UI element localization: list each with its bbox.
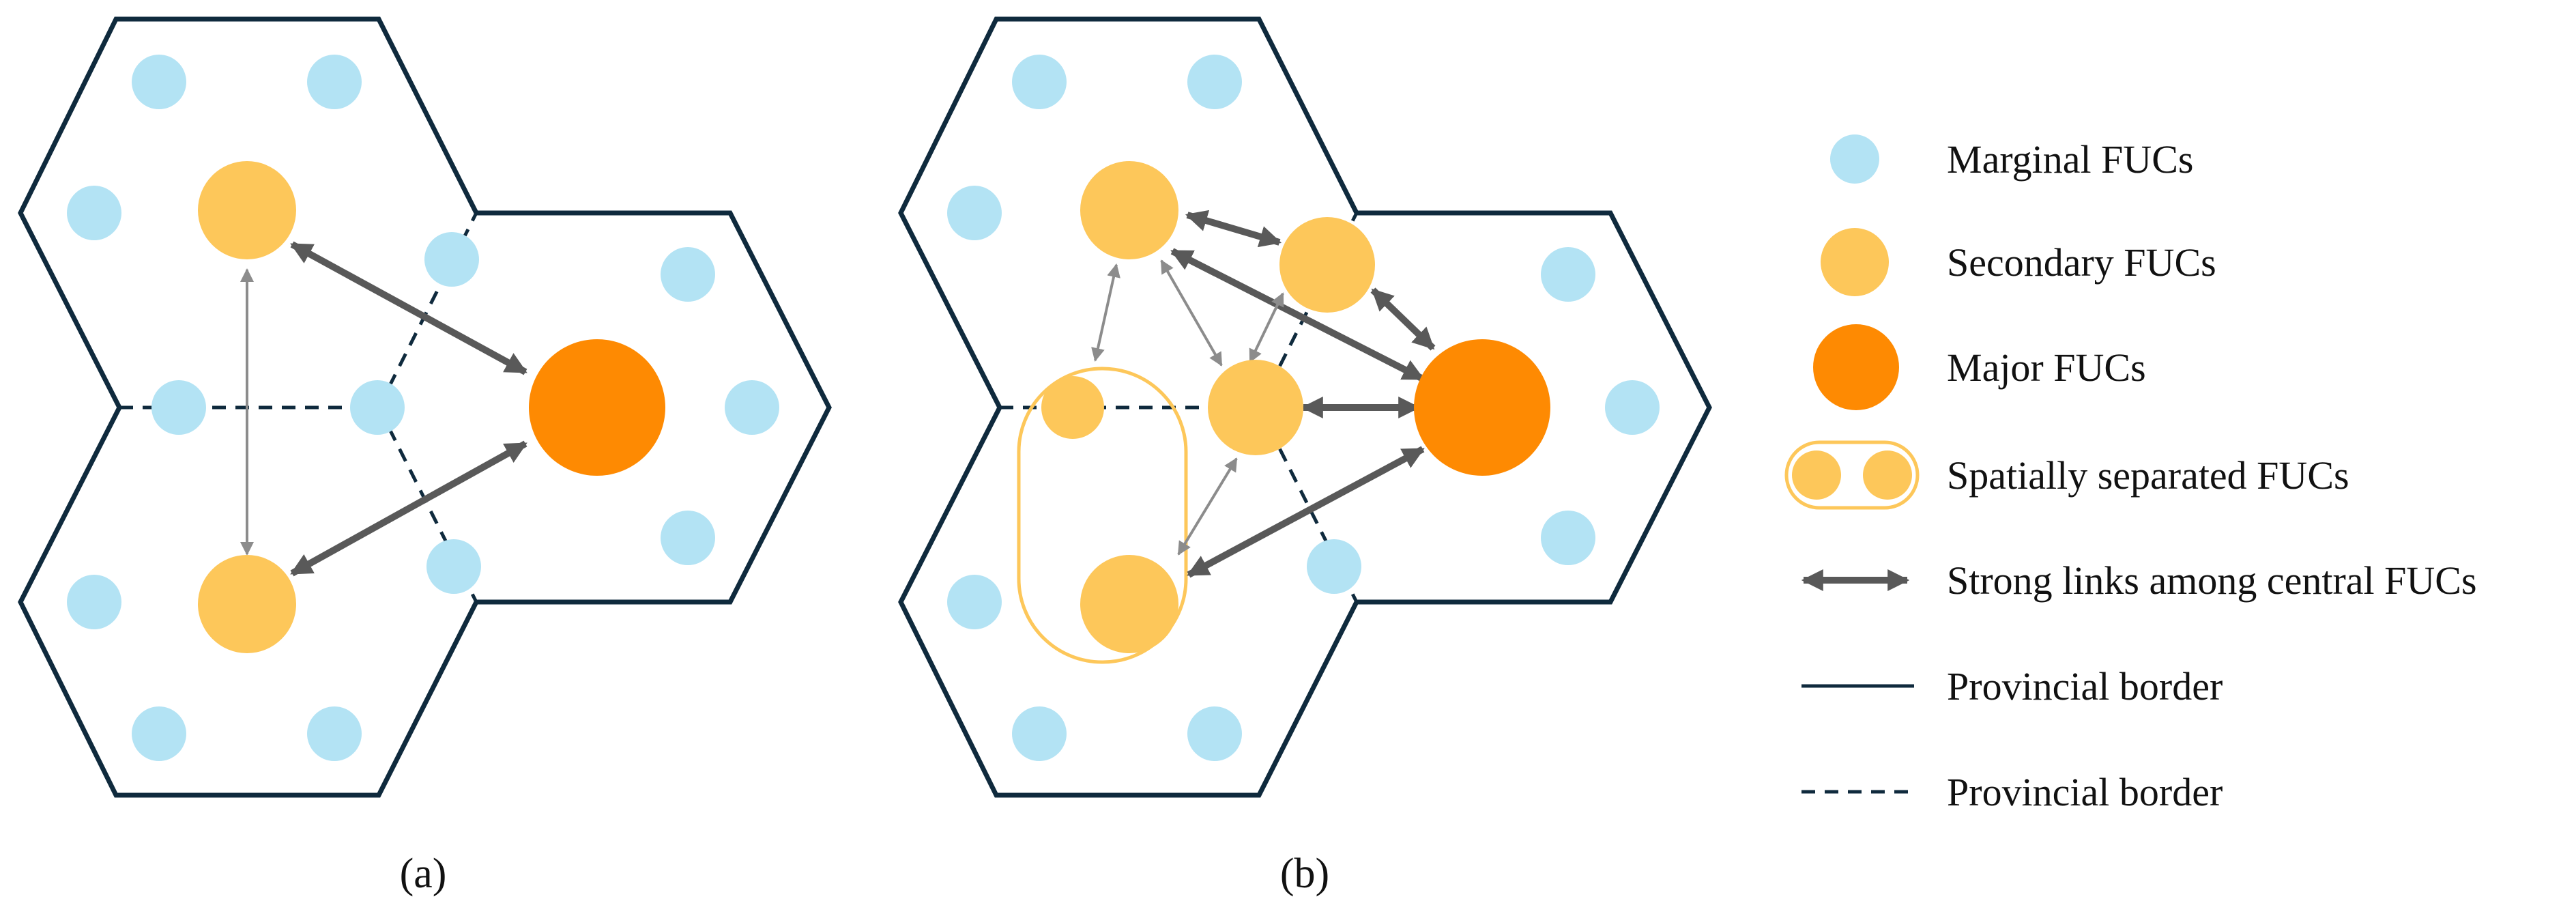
legend-separated-swatch	[1792, 450, 1841, 500]
secondary-fuc	[198, 555, 296, 653]
marginal-fuc	[1307, 539, 1361, 594]
marginal-fuc	[132, 706, 186, 761]
legend-border-dashed-label: Provincial border	[1947, 770, 2223, 814]
weak-link	[1177, 457, 1238, 556]
links-b	[1091, 210, 1436, 578]
marginal-fuc	[307, 55, 362, 109]
marginal-fucs-a	[67, 55, 779, 761]
legend-secondary-swatch	[1821, 228, 1889, 296]
weak-link	[1091, 263, 1120, 362]
marginal-fuc	[307, 706, 362, 761]
marginal-fuc	[426, 539, 481, 594]
marginal-fuc	[132, 55, 186, 109]
legend-separated-swatch	[1863, 450, 1912, 500]
province-border-a	[18, 16, 832, 798]
secondary-fuc	[1080, 161, 1178, 259]
legend-marginal: Marginal FUCs	[1830, 134, 2193, 184]
legend-separated-outline	[1784, 440, 1920, 510]
weak-link	[1160, 259, 1223, 367]
strong-link	[1370, 287, 1436, 351]
links-a	[240, 241, 527, 577]
marginal-fuc	[424, 232, 479, 287]
secondary-fuc-separated	[1041, 376, 1104, 439]
legend-major-swatch	[1813, 324, 1899, 410]
panel-b-caption: (b)	[1280, 850, 1329, 897]
major-fuc	[529, 339, 665, 476]
legend-border-solid: Provincial border	[1801, 664, 2223, 709]
legend-marginal-label: Marginal FUCs	[1947, 137, 2193, 182]
marginal-fuc	[725, 380, 779, 435]
major-fuc	[1414, 339, 1550, 476]
legend-border-dashed: Provincial border	[1801, 770, 2223, 814]
secondary-fuc	[1208, 360, 1303, 455]
legend-secondary-label: Secondary FUCs	[1947, 240, 2216, 285]
secondary-fuc-separated	[1080, 555, 1178, 653]
marginal-fuc	[67, 186, 121, 240]
legend-separated-label: Spatially separated FUCs	[1947, 453, 2349, 498]
marginal-fuc	[947, 575, 1002, 629]
legend-links-label: Strong links among central FUCs	[1947, 558, 2477, 603]
legend-separated: Spatially separated FUCs	[1784, 440, 2349, 510]
strong-link	[290, 241, 527, 375]
marginal-fuc	[661, 247, 715, 302]
panel-a: (a)	[18, 16, 832, 897]
marginal-fuc	[1187, 706, 1242, 761]
marginal-fuc	[67, 575, 121, 629]
legend-links: Strong links among central FUCs	[1801, 558, 2477, 603]
marginal-fuc	[350, 380, 405, 435]
marginal-fuc	[947, 186, 1002, 240]
legend: Marginal FUCs Secondary FUCs Major FUCs …	[1784, 134, 2477, 814]
legend-marginal-swatch	[1830, 134, 1879, 184]
marginal-fuc	[1012, 55, 1067, 109]
marginal-fuc	[661, 511, 715, 565]
marginal-fuc	[151, 380, 206, 435]
marginal-fuc	[1541, 247, 1595, 302]
legend-border-solid-label: Provincial border	[1947, 664, 2223, 709]
panel-a-caption: (a)	[400, 850, 447, 897]
panel-b: (b)	[898, 16, 1712, 897]
legend-major-label: Major FUCs	[1947, 345, 2146, 390]
strong-link	[1185, 210, 1282, 248]
legend-secondary: Secondary FUCs	[1821, 228, 2216, 296]
marginal-fuc	[1012, 706, 1067, 761]
marginal-fuc	[1541, 511, 1595, 565]
legend-major: Major FUCs	[1813, 324, 2146, 410]
secondary-fuc	[1279, 217, 1375, 313]
secondary-fuc	[198, 161, 296, 259]
strong-link	[1187, 446, 1425, 578]
marginal-fuc	[1605, 380, 1660, 435]
weak-link	[1249, 292, 1284, 363]
marginal-fuc	[1187, 55, 1242, 109]
strong-link	[290, 440, 527, 577]
